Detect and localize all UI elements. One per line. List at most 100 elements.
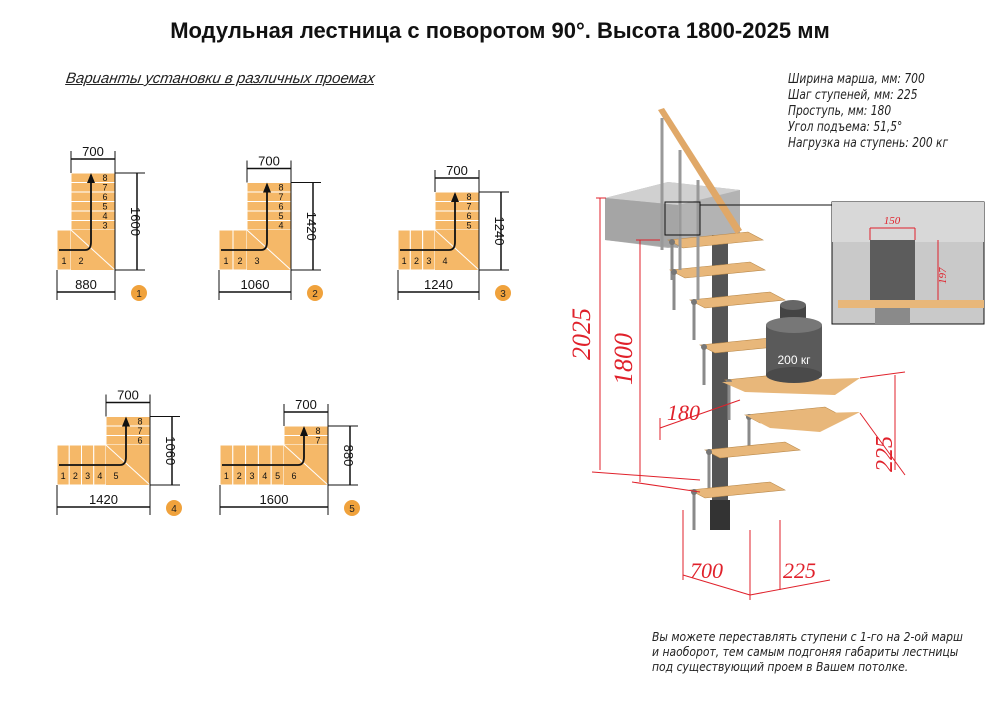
variant-number: 4 xyxy=(171,504,177,515)
variant-number: 3 xyxy=(500,289,506,300)
dim-depth: 225 xyxy=(783,558,816,583)
spec-load: Нагрузка на ступень: 200 кг xyxy=(788,136,949,151)
step-number: 5 xyxy=(275,471,280,481)
step-number: 3 xyxy=(426,256,431,266)
dim-total-height: 2025 xyxy=(567,308,596,360)
step-number: 7 xyxy=(102,183,107,193)
note-line: Вы можете переставлять ступени с 1-го на… xyxy=(652,630,963,644)
step-number: 2 xyxy=(73,471,78,481)
step-number: 8 xyxy=(137,417,142,427)
dim-width: 700 xyxy=(295,397,317,412)
step-number: 5 xyxy=(102,202,107,212)
dim-tread: 180 xyxy=(667,400,700,425)
dim-width: 700 xyxy=(82,144,104,159)
step-number: 6 xyxy=(137,436,142,446)
step-number: 2 xyxy=(78,256,83,266)
tread xyxy=(666,231,765,249)
step-number: 4 xyxy=(278,221,283,231)
dim-depth: 1060 xyxy=(241,277,270,292)
tread-cap xyxy=(701,344,707,350)
step-number: 4 xyxy=(102,211,107,221)
dim-rise: 225 xyxy=(872,436,898,472)
note-text: Вы можете переставлять ступени с 1-го на… xyxy=(652,630,963,675)
spec-step: Шаг ступеней, мм: 225 xyxy=(788,88,918,103)
note-line: под существующий проем в Вашем потолке. xyxy=(652,660,909,674)
winder-tread xyxy=(745,412,860,432)
dim-height: 1240 xyxy=(492,217,507,246)
arrow-head-icon xyxy=(87,173,95,183)
step-number: 4 xyxy=(262,471,267,481)
step-number: 8 xyxy=(102,173,107,183)
specs-list: Ширина марша, мм: 700 Шаг ступеней, мм: … xyxy=(788,72,948,152)
handrail xyxy=(658,108,742,300)
step-number: 3 xyxy=(249,471,254,481)
winder-divider xyxy=(434,229,480,271)
step-number: 5 xyxy=(113,471,118,481)
step-number: 4 xyxy=(442,256,447,266)
variant-number: 2 xyxy=(312,289,318,300)
dim-height: 880 xyxy=(341,445,356,467)
inset-height-label: 197 xyxy=(937,267,949,284)
dim-height: 1420 xyxy=(304,212,319,241)
step-number: 8 xyxy=(278,183,283,193)
arrow-head-icon xyxy=(122,416,130,427)
variant-badge xyxy=(344,500,360,516)
winder-divider xyxy=(70,229,116,271)
step-number: 2 xyxy=(414,256,419,266)
tread xyxy=(668,261,767,279)
step-number: 7 xyxy=(466,202,471,212)
dim-depth: 1600 xyxy=(260,492,289,507)
step-number: 2 xyxy=(237,256,242,266)
step-number: 3 xyxy=(102,221,107,231)
tread-cap xyxy=(669,239,675,245)
tread xyxy=(688,481,787,499)
tread-cap xyxy=(691,489,697,495)
dim-width: 700 xyxy=(690,558,723,583)
note-line: и наоборот, тем самым подгоняя габариты … xyxy=(652,645,959,659)
variant-badge xyxy=(307,285,323,301)
tread-cap xyxy=(706,449,712,455)
step-number: 1 xyxy=(402,256,407,266)
variant-badge xyxy=(166,500,182,516)
step-number: 8 xyxy=(315,426,320,436)
dim-depth: 1420 xyxy=(89,492,118,507)
step-number: 6 xyxy=(466,211,471,221)
arrow-head-icon xyxy=(300,426,308,436)
dim-depth: 1240 xyxy=(424,277,453,292)
arrow-head-icon xyxy=(263,182,271,193)
step-number: 1 xyxy=(223,256,228,266)
winder-divider xyxy=(246,229,292,271)
dim-height: 1600 xyxy=(128,207,143,236)
tread-cap xyxy=(691,299,697,305)
walk-line xyxy=(221,184,268,251)
winder-divider xyxy=(105,444,151,486)
variant-number: 5 xyxy=(349,504,355,515)
detail-inset: 150 197 xyxy=(664,201,985,325)
tread-cap xyxy=(671,269,677,275)
step-number: 6 xyxy=(278,202,283,212)
dimensions xyxy=(591,197,906,600)
page-title: Модульная лестница с поворотом 90°. Высо… xyxy=(170,18,830,43)
variant-badge xyxy=(495,285,511,301)
weight: 200 кг xyxy=(766,300,822,383)
tread xyxy=(703,441,802,459)
dim-height: 1060 xyxy=(163,436,178,465)
dim-width: 700 xyxy=(117,388,139,403)
variant-badge xyxy=(131,285,147,301)
dim-floor-height: 1800 xyxy=(609,333,638,385)
inset-width-label: 150 xyxy=(884,215,901,227)
walk-line xyxy=(400,194,456,251)
walk-line xyxy=(222,428,305,466)
step-number: 8 xyxy=(466,192,471,202)
step-number: 1 xyxy=(61,471,66,481)
step-number: 3 xyxy=(85,471,90,481)
dim-width: 700 xyxy=(446,163,468,178)
step-number: 6 xyxy=(102,192,107,202)
step-number: 1 xyxy=(224,471,229,481)
